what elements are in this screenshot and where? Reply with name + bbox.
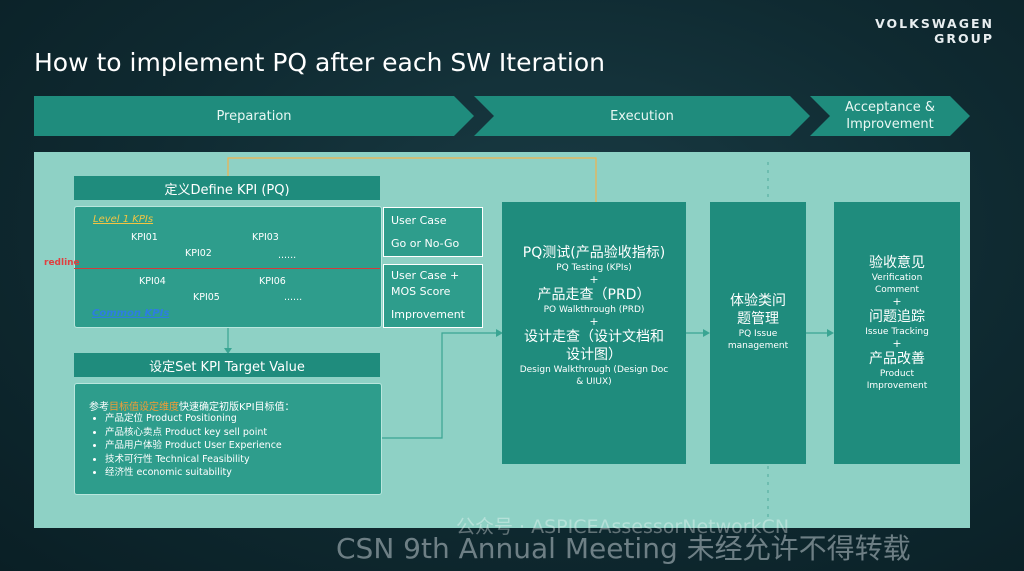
page-title: How to implement PQ after each SW Iterat…	[34, 48, 605, 77]
list-item: 技术可行性 Technical Feasibility	[105, 453, 282, 467]
connector-set-to-execution	[382, 332, 498, 439]
list-item: 经济性 economic suitability	[105, 466, 282, 480]
verification-comment-cn: 验收意见	[869, 255, 925, 271]
issue-mgmt-en-2: management	[727, 341, 789, 351]
pq-testing-cn: PQ测试(产品验收指标)	[522, 245, 666, 261]
phase-acceptance-label-1: Acceptance &	[845, 100, 935, 115]
execution-box: PQ测试(产品验收指标) PQ Testing (KPIs) + 产品走查（PR…	[502, 202, 686, 464]
mos-score-label: MOS Score	[391, 285, 451, 298]
list-item: 产品核心卖点 Product key sell point	[105, 426, 282, 440]
list-item: 产品用户体验 Product User Experience	[105, 439, 282, 453]
product-improvement-en-2: Improvement	[866, 381, 928, 391]
brand-line-1: VOLKSWAGEN	[875, 16, 994, 31]
volkswagen-group-logo: VOLKSWAGEN GROUP	[875, 16, 994, 46]
product-improvement-en-1: Product	[879, 369, 915, 379]
connector-execution-to-issue-arrow	[703, 329, 710, 337]
issue-tracking-en: Issue Tracking	[865, 327, 929, 337]
list-item: 产品定位 Product Positioning	[105, 412, 282, 426]
plus-sign: +	[589, 315, 599, 328]
product-improvement-cn: 产品改善	[869, 351, 925, 367]
plus-sign: +	[589, 273, 599, 286]
set-kpi-box: 参考目标值设定维度快速确定初版KPI目标值： 产品定位 Product Posi…	[74, 383, 382, 495]
plus-sign: +	[892, 295, 902, 308]
user-case-plus-label: User Case +	[391, 269, 460, 282]
design-walkthrough-en-2: & UIUX)	[576, 377, 612, 387]
pq-testing-en: PQ Testing (KPIs)	[556, 263, 632, 273]
level1-kpis-label: Level 1 KPIs	[93, 214, 154, 225]
phase-acceptance: Acceptance & Improvement	[810, 96, 970, 136]
design-walkthrough-en-1: Design Walkthrough (Design Doc	[519, 365, 669, 375]
issue-tracking-cn: 问题追踪	[869, 309, 925, 325]
improvement-label: Improvement	[391, 308, 465, 321]
kpi-label: KPI04	[139, 276, 166, 287]
phase-preparation-label: Preparation	[216, 108, 292, 124]
go-no-go-label: Go or No-Go	[391, 237, 460, 250]
acceptance-box: 验收意见 Verification Comment + 问题追踪 Issue T…	[834, 202, 960, 464]
feedback-loop-line	[227, 157, 597, 202]
phase-preparation: Preparation	[34, 96, 474, 136]
connector-define-to-set-arrow	[224, 348, 232, 354]
kpi-label: KPI06	[259, 276, 286, 287]
intro-prefix: 参考	[89, 402, 109, 413]
verification-en-1: Verification	[871, 273, 923, 283]
po-walkthrough-cn: 产品走查（PRD）	[537, 287, 651, 303]
set-kpi-intro: 参考目标值设定维度快速确定初版KPI目标值：	[89, 398, 295, 413]
issue-mgmt-cn-1: 体验类问	[730, 293, 786, 309]
intro-highlight: 目标值设定维度	[109, 402, 179, 413]
kpi-label: KPI05	[193, 292, 220, 303]
event-watermark: CSN 9th Annual Meeting 未经允许不得转载	[336, 532, 911, 565]
verification-en-2: Comment	[874, 285, 920, 295]
kpi-label: KPI02	[185, 248, 212, 259]
user-case-go-no-go-box: User Case Go or No-Go	[383, 207, 483, 257]
phase-acceptance-label-2: Improvement	[846, 117, 934, 132]
design-walkthrough-cn-2: 设计图）	[566, 347, 622, 363]
define-kpi-header: 定义Define KPI (PQ)	[74, 176, 380, 200]
kpi-box	[74, 206, 382, 328]
design-walkthrough-cn-1: 设计走查（设计文档和	[524, 329, 664, 345]
po-walkthrough-en: PO Walkthrough (PRD)	[543, 305, 645, 315]
issue-mgmt-en-1: PQ Issue	[738, 329, 778, 339]
plus-sign: +	[892, 337, 902, 350]
wechat-watermark: 公众号 · ASPICEAssessorNetworkCN	[456, 516, 790, 538]
common-kpis-label: Common KPIs	[92, 308, 170, 319]
kpi-label: KPI03	[252, 232, 279, 243]
redline-label: redline	[44, 258, 80, 268]
issue-mgmt-cn-2: 题管理	[737, 311, 779, 327]
phase-execution-label: Execution	[610, 108, 674, 124]
kpi-ellipsis: ......	[284, 292, 303, 303]
phase-execution: Execution	[474, 96, 810, 136]
kpi-dimension-list: 产品定位 Product Positioning 产品核心卖点 Product …	[77, 412, 282, 480]
kpi-ellipsis: ......	[278, 250, 297, 261]
user-case-label: User Case	[391, 214, 447, 227]
connector-issue-to-acceptance-arrow	[827, 329, 834, 337]
kpi-label: KPI01	[131, 232, 158, 243]
intro-suffix: 快速确定初版KPI目标值：	[179, 402, 295, 413]
set-kpi-header: 设定Set KPI Target Value	[74, 353, 380, 377]
user-case-mos-box: User Case + MOS Score Improvement	[383, 264, 483, 328]
brand-line-2: GROUP	[934, 31, 994, 46]
issue-management-box: 体验类问 题管理 PQ Issue management	[710, 202, 806, 464]
redline-divider	[74, 268, 380, 269]
connector-set-to-execution-arrow	[496, 329, 503, 337]
